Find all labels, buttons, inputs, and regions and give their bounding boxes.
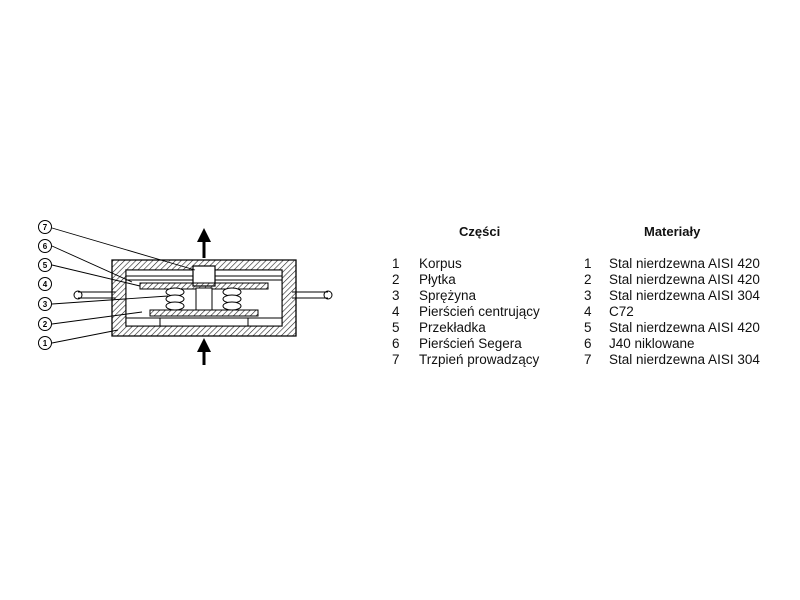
flow-arrow-up-bottom (197, 338, 211, 365)
material-name: Stal nierdzewna AISI 420 (609, 272, 760, 287)
callout-2-label: 2 (43, 320, 48, 329)
callout-4-label: 4 (43, 280, 48, 289)
material-number: 7 (584, 352, 592, 367)
parts-number: 4 (392, 304, 400, 319)
parts-number: 1 (392, 256, 400, 271)
parts-name-column: Korpus Płytka Sprężyna Pierścień centruj… (419, 256, 540, 368)
parts-number: 7 (392, 352, 400, 367)
parts-number: 6 (392, 336, 400, 351)
callout-6-label: 6 (43, 242, 48, 251)
parts-number: 2 (392, 272, 400, 287)
callout-2: 2 (38, 317, 52, 331)
callout-7-label: 7 (43, 223, 48, 232)
material-number: 5 (584, 320, 592, 335)
materials-number-column: 1 2 3 4 5 6 7 (584, 256, 592, 368)
callout-5: 5 (38, 258, 52, 272)
parts-number-column: 1 2 3 4 5 6 7 (392, 256, 400, 368)
callout-7: 7 (38, 220, 52, 234)
part-name: Sprężyna (419, 288, 477, 303)
spacer (159, 317, 249, 327)
material-number: 6 (584, 336, 592, 351)
flow-arrow-up-top (197, 228, 211, 258)
callout-6: 6 (38, 239, 52, 253)
part-name: Pierścień Segera (419, 336, 522, 351)
material-name: C72 (609, 304, 634, 319)
part-name: Przekładka (419, 320, 486, 335)
materials-heading: Materiały (644, 224, 701, 239)
material-name: J40 niklowane (609, 336, 695, 351)
part-name: Płytka (419, 272, 456, 287)
parts-number: 5 (392, 320, 400, 335)
material-number: 1 (584, 256, 592, 271)
material-number: 2 (584, 272, 592, 287)
material-number: 3 (584, 288, 592, 303)
material-name: Stal nierdzewna AISI 420 (609, 320, 760, 335)
material-name: Stal nierdzewna AISI 304 (609, 288, 760, 303)
parts-number: 3 (392, 288, 400, 303)
material-name: Stal nierdzewna AISI 304 (609, 352, 760, 367)
parts-heading: Części (459, 224, 501, 239)
material-name: Stal nierdzewna AISI 420 (609, 256, 760, 271)
material-number: 4 (584, 304, 592, 319)
centering-ring (149, 309, 259, 317)
callout-5-label: 5 (43, 261, 48, 270)
pipe-lines (73, 290, 333, 300)
callout-3-label: 3 (43, 300, 48, 309)
part-name: Pierścień centrujący (419, 304, 540, 319)
leader-lines (51, 227, 196, 344)
valve-spring (165, 287, 242, 311)
callout-1: 1 (38, 336, 52, 350)
part-name: Trzpień prowadzący (419, 352, 540, 367)
callout-4: 4 (38, 277, 52, 291)
callout-1-label: 1 (43, 339, 48, 348)
materials-name-column: Stal nierdzewna AISI 420 Stal nierdzewna… (609, 256, 760, 368)
callout-3: 3 (38, 297, 52, 311)
part-name: Korpus (419, 256, 462, 271)
